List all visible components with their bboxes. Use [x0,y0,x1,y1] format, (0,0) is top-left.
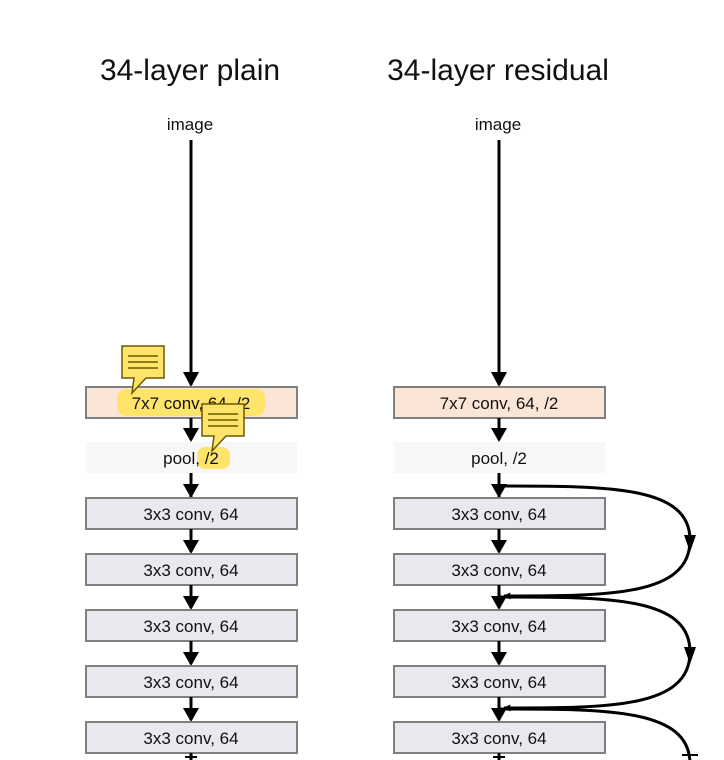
skip-connection-arrowhead [684,535,696,552]
residual-block-box [393,497,606,530]
skip-connection-arrow [499,707,692,760]
residual-block-label: 3x3 conv, 64 [451,673,546,692]
plain-block-arrowhead [183,540,199,554]
residual-pool-box [394,442,605,473]
residual-input-arrowhead [491,372,507,387]
plain-title: 34-layer plain [100,54,280,87]
plain-input-arrowhead [183,372,199,387]
comment-icon[interactable] [201,403,245,454]
plain-block-label: 3x3 conv, 64 [143,673,238,692]
residual-pool-label: pool, /2 [471,449,527,468]
residual-block-arrowhead [491,652,507,666]
residual-block-arrowhead [491,540,507,554]
plain-conv1-arrowhead [183,428,199,442]
plain-block-label: 3x3 conv, 64 [143,561,238,580]
plain-pool-label: pool, /2 [163,449,219,468]
comment-icon[interactable] [121,345,165,396]
residual-block-label: 3x3 conv, 64 [451,729,546,748]
plain-block-label: 3x3 conv, 64 [143,729,238,748]
plain-block-arrowhead [183,596,199,610]
plain-block-label: 3x3 conv, 64 [143,617,238,636]
plain-pool-box [86,442,297,473]
plain-block-box [85,497,298,530]
plain-image-label: image [167,115,213,134]
plain-pool-highlight [197,447,230,469]
skip-connection-arrowhead [684,647,696,664]
plain-block-box [85,665,298,698]
residual-block-arrowhead [491,596,507,610]
residual-block-label: 3x3 conv, 64 [451,617,546,636]
residual-block-arrowhead [491,708,507,722]
residual-conv1-label: 7x7 conv, 64, /2 [440,394,559,413]
residual-block-label: 3x3 conv, 64 [451,561,546,580]
plain-block-label: 3x3 conv, 64 [143,505,238,524]
plain-block-arrowhead [183,652,199,666]
residual-image-label: image [475,115,521,134]
plain-block-arrowhead [183,708,199,722]
residual-title: 34-layer residual [387,54,609,87]
residual-block-box [393,553,606,586]
residual-block-box [393,609,606,642]
plain-pool-arrowhead [183,484,199,498]
residual-block-label: 3x3 conv, 64 [451,505,546,524]
residual-conv1-arrowhead [491,428,507,442]
